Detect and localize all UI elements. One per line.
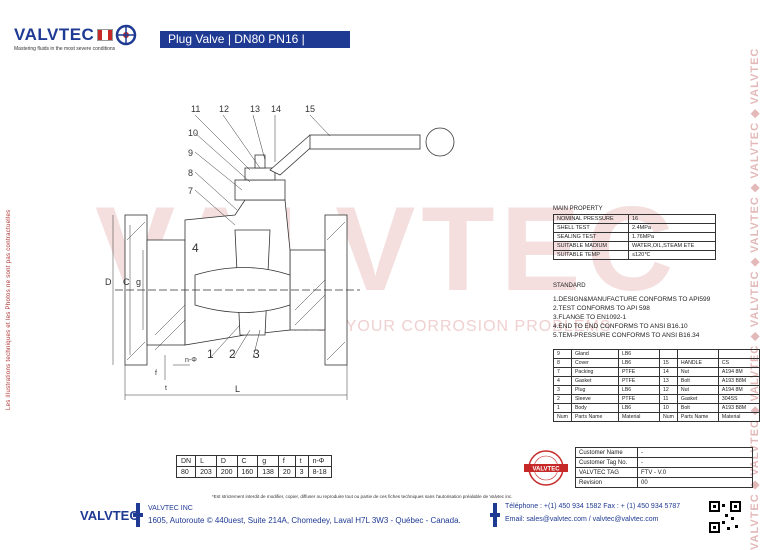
dim-D: D [105, 277, 112, 287]
dim-C: C [123, 277, 130, 287]
svg-text:VALVTEC: VALVTEC [532, 467, 560, 473]
valve-wheel-icon [116, 24, 137, 46]
company-stamp: VALVTEC [524, 450, 568, 486]
callout-4: 4 [192, 241, 199, 255]
callout-9: 9 [188, 148, 193, 158]
header-logo: VALVTEC Mastering fluids in the most sev… [14, 24, 164, 60]
dim-f: f [155, 370, 157, 377]
page-title: Plug Valve | DN80 PN16 | [160, 31, 350, 48]
brand-name: VALVTEC [14, 25, 95, 44]
main-property-title: MAIN PROPERTY [553, 206, 603, 212]
table-row: SUITABLE TEMP≤120℃ [553, 250, 716, 260]
dim-n-phi: n-Φ [185, 357, 197, 364]
callout-1: 1 [207, 347, 214, 361]
table-row: Customer Name- [575, 447, 753, 458]
flag-icon [97, 29, 114, 41]
callout-11: 11 [191, 104, 200, 114]
footer-email[interactable]: Email: sales@valvtec.com / valvtec@valvt… [505, 516, 659, 523]
footer-address: 1605, Autoroute © 440uest, Suite 214A, C… [148, 516, 461, 525]
callout-8: 8 [188, 168, 193, 178]
list-item: 4.END TO END CONFORMS TO ANSI B16.10 [553, 323, 688, 330]
dim-g: g [136, 277, 141, 287]
footer-brand: VALVTEC [80, 508, 139, 523]
side-notice: Les illustrations techniques et les Phot… [6, 209, 12, 410]
callout-12: 12 [219, 104, 229, 114]
footer-company: VALVTEC INC [148, 505, 193, 512]
callout-15: 15 [305, 104, 315, 114]
callout-14: 14 [271, 104, 281, 114]
list-item: 2.TEST CONFORMS TO API 598 [553, 305, 650, 312]
dim-L: L [235, 384, 240, 394]
standard-list: 1.DESIGN&MANUFACTURE CONFORMS TO API599 … [553, 295, 710, 340]
disclaimer: *Est strictement interdit de modifier, c… [212, 494, 513, 499]
valve-drawing: 11 12 13 14 15 10 9 8 7 4 1 2 3 D C g f … [105, 104, 455, 400]
brand-tagline: Mastering fluids in the most severe cond… [14, 46, 116, 52]
callout-13: 13 [250, 104, 260, 114]
callout-2: 2 [229, 347, 236, 361]
table-row: Customer Tag No.- [575, 457, 753, 468]
footer-phone: Téléphone : +(1) 450 934 1582 Fax : + (1… [505, 503, 681, 510]
callout-7: 7 [188, 186, 193, 196]
valve-icon [133, 503, 143, 527]
list-item: 5.TEM-PRESSURE CONFORMS TO ANSI B16.34 [553, 332, 700, 339]
list-item: 3.FLANGE TO EN1092-1 [553, 314, 627, 321]
dim-t: t [165, 385, 167, 392]
customer-info-table: Customer Name- Customer Tag No.- VALVTEC… [575, 447, 753, 488]
list-item: 1.DESIGN&MANUFACTURE CONFORMS TO API599 [553, 296, 711, 303]
callout-10: 10 [188, 128, 198, 138]
callout-3: 3 [253, 347, 260, 361]
valve-icon [490, 503, 500, 527]
qr-code-icon [709, 501, 741, 533]
standard-title: STANDARD [553, 283, 586, 289]
